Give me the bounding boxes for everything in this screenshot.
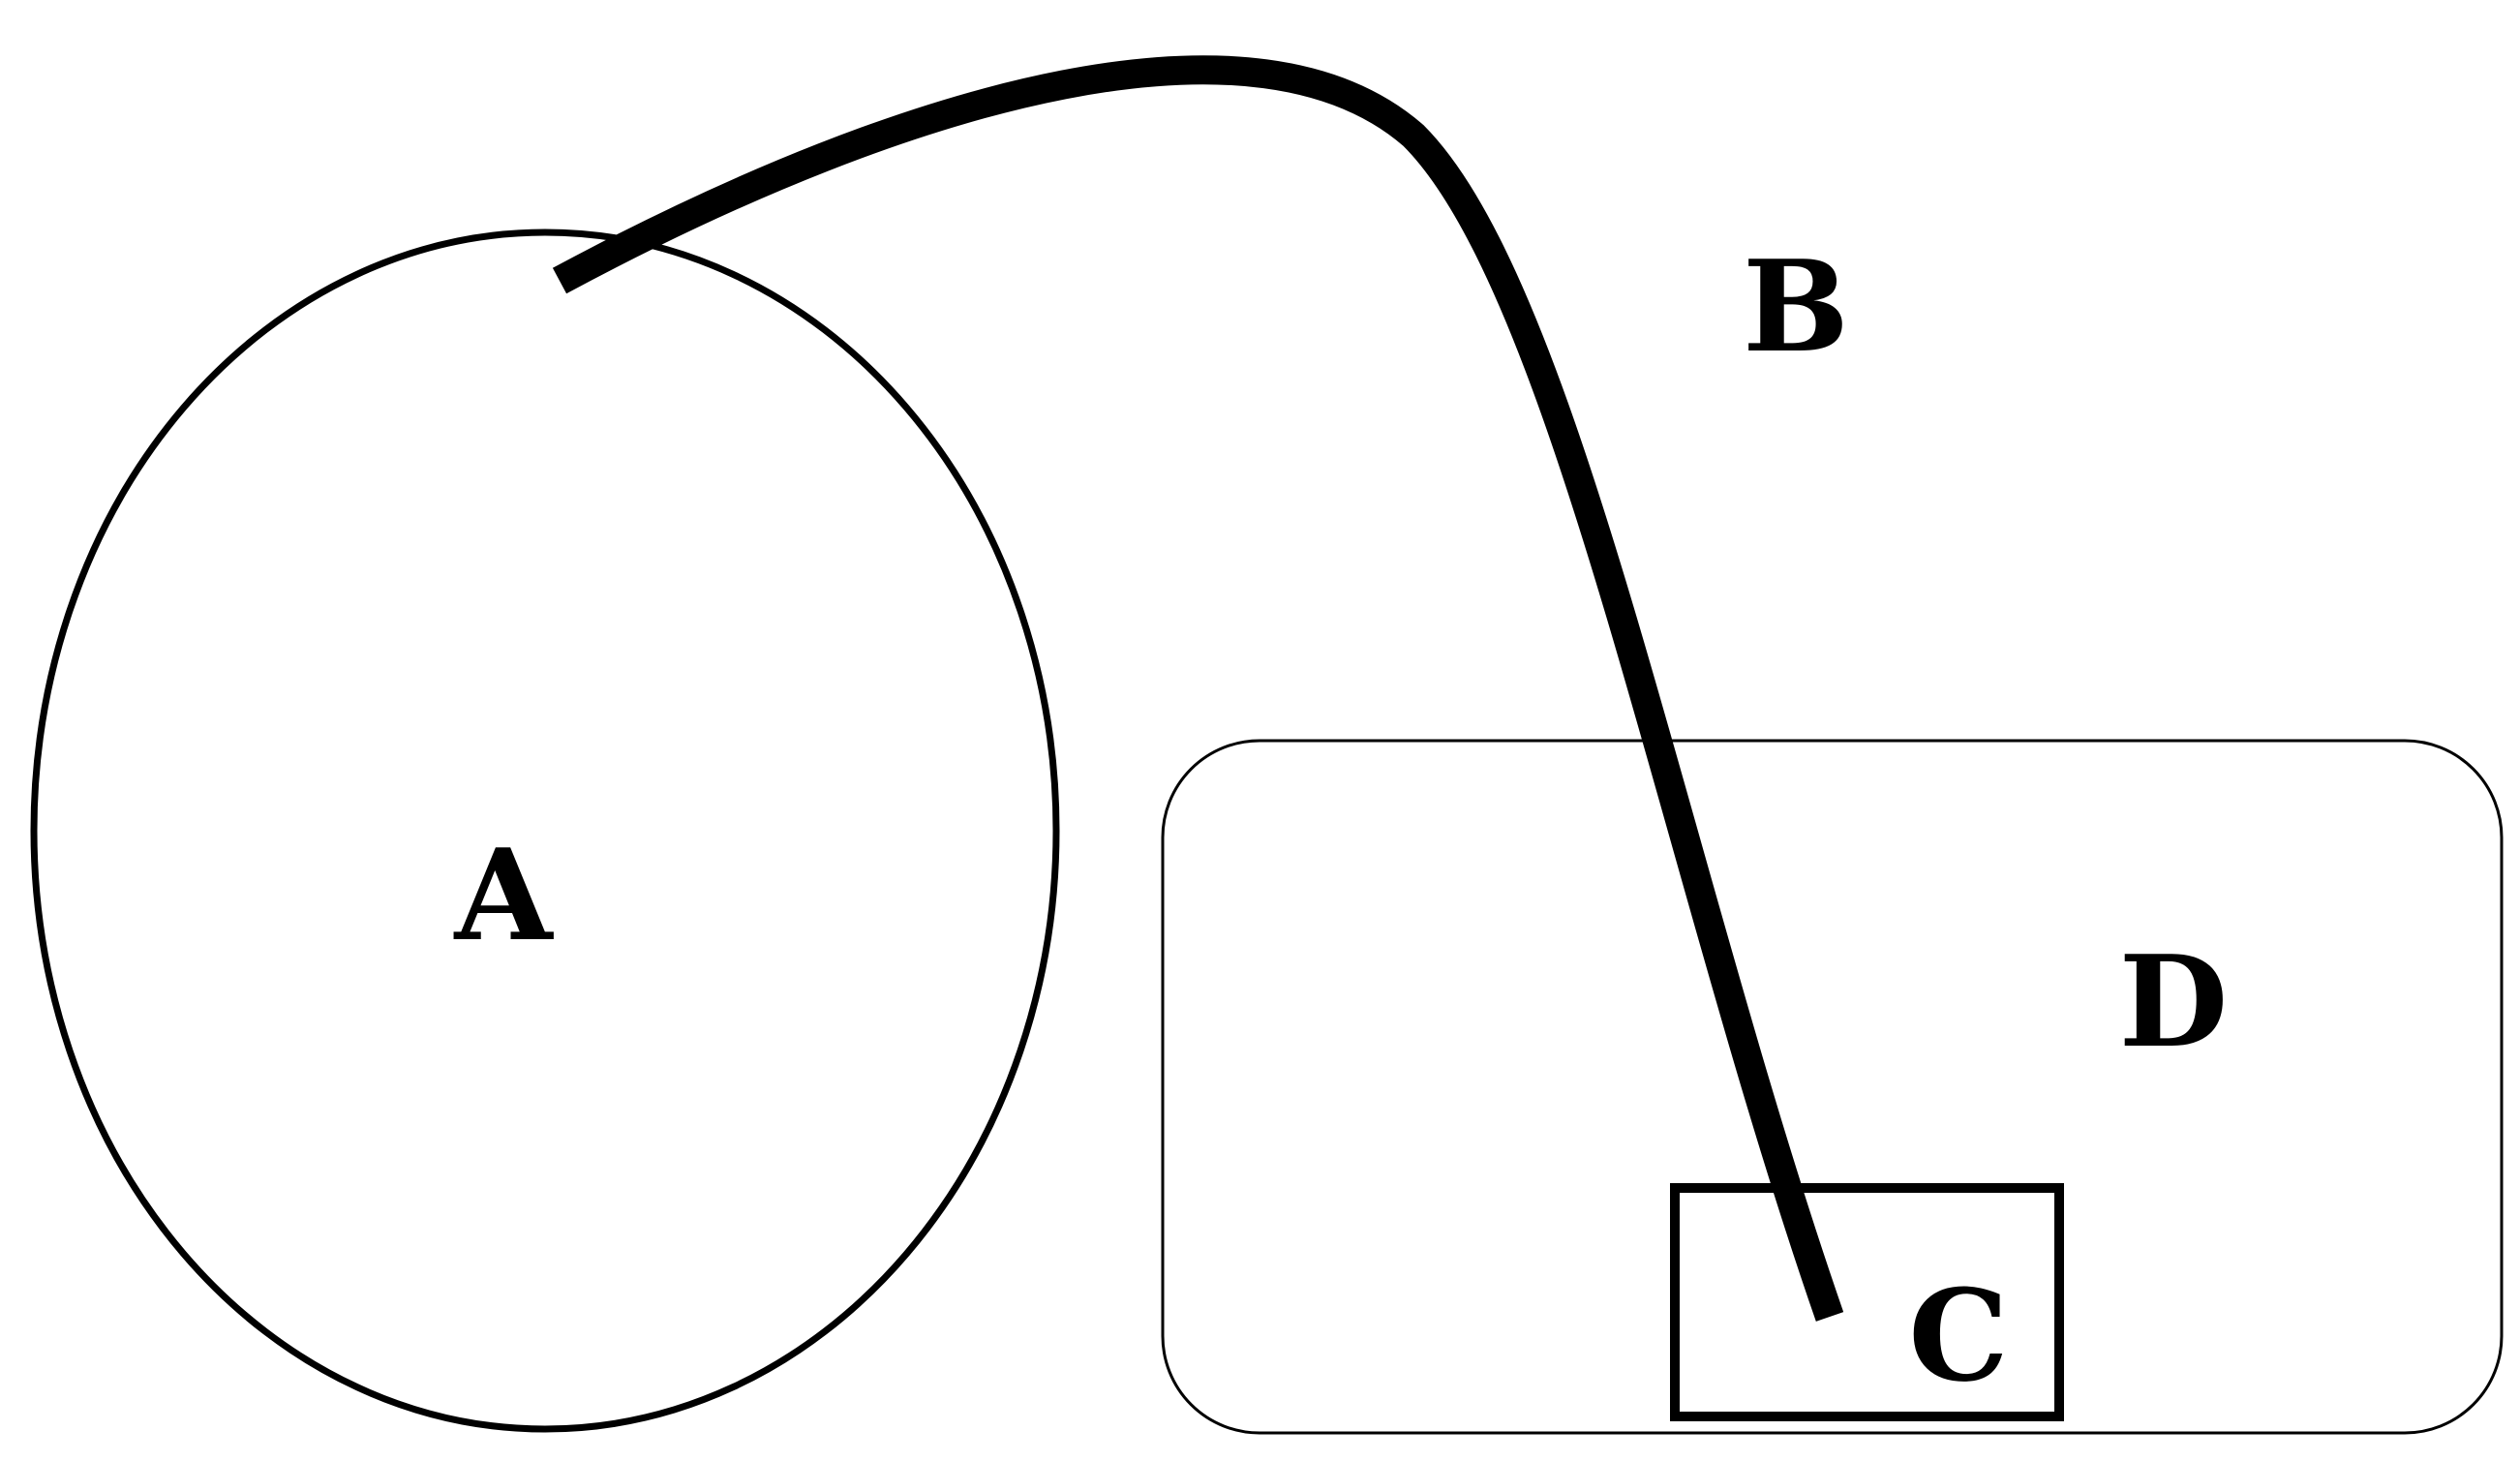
- label-d: D: [2119, 928, 2229, 1076]
- region-a-ellipse: [30, 228, 1060, 1433]
- curve-b: [552, 55, 1844, 1322]
- label-a: A: [453, 821, 555, 969]
- label-b: B: [1743, 232, 1849, 380]
- region-c-box: [1670, 1183, 2064, 1421]
- region-d-rounded-box: [1161, 739, 2504, 1435]
- label-c: C: [1908, 1262, 2008, 1410]
